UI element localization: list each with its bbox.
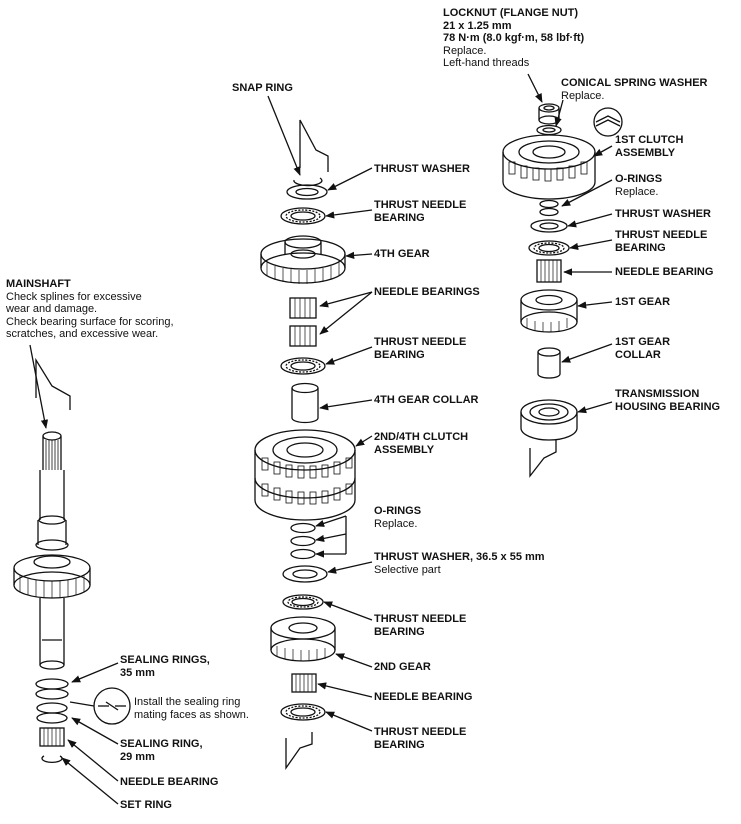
needle-bearing-left-label: NEEDLE BEARING	[120, 776, 219, 788]
center-bottom-arrow-icon	[285, 732, 313, 771]
install-note-label: Install the sealing ring mating faces as…	[134, 696, 249, 721]
thrust-needle-bearing-right-part	[528, 240, 570, 256]
center-leaders	[267, 95, 373, 732]
transmission-housing-bearing-part	[520, 399, 578, 441]
first-gear-collar-label: 1ST GEAR COLLAR	[615, 336, 671, 361]
fourth-gear-part	[260, 235, 346, 284]
second-gear-label: 2ND GEAR	[374, 661, 431, 673]
needle-bearings-center-part	[289, 297, 317, 347]
thrust-washer-36-label: THRUST WASHER, 36.5 x 55 mm Selective pa…	[374, 551, 545, 576]
second-gear-part	[270, 616, 336, 662]
o-rings-right-label: O-RINGS Replace.	[615, 173, 663, 198]
transmission-housing-bearing-label: TRANSMISSION HOUSING BEARING	[615, 388, 721, 413]
sealing-rings-35-label: SEALING RINGS, 35 mm	[120, 654, 210, 679]
thrust-washer-center-label: THRUST WASHER	[374, 163, 470, 175]
needle-bearing-center-part	[291, 673, 317, 693]
right-leaders	[527, 73, 613, 414]
sealing-ring-29-label: SEALING RING, 29 mm	[120, 738, 203, 763]
o-rings-right-part	[539, 199, 559, 217]
thrust-washer-right-label: THRUST WASHER	[615, 208, 711, 220]
thrust-needle-bearing-right-label: THRUST NEEDLE BEARING	[615, 229, 708, 254]
mainshaft-label: MAINSHAFT Check splines for excessive we…	[6, 278, 174, 340]
thrust-needle-bearing-center-3-label: THRUST NEEDLE BEARING	[374, 613, 467, 638]
snap-ring-label: SNAP RING	[232, 82, 293, 94]
second-fourth-clutch-assembly-part	[254, 429, 356, 521]
conical-washer-detail-inset	[593, 107, 623, 137]
thrust-needle-bearing-center-1-part	[280, 207, 326, 225]
needle-bearing-right-part	[536, 259, 562, 283]
set-ring-label: SET RING	[120, 799, 172, 811]
left-assembly-arrow-icon	[35, 357, 71, 410]
second-fourth-clutch-assembly-label: 2ND/4TH CLUTCH ASSEMBLY	[374, 431, 469, 456]
needle-bearing-left-part	[39, 727, 65, 747]
locknut-part	[538, 103, 560, 125]
thrust-needle-bearing-center-2-part	[280, 357, 326, 375]
locknut-label: LOCKNUT (FLANGE NUT) 21 x 1.25 mm 78 N·m…	[443, 7, 585, 69]
first-clutch-assembly-label: 1ST CLUTCH ASSEMBLY	[615, 134, 684, 159]
first-gear-collar-part	[537, 347, 561, 379]
mainshaft-part	[13, 431, 91, 670]
o-rings-center-label: O-RINGS Replace.	[374, 505, 422, 530]
fourth-gear-collar-part	[291, 382, 319, 424]
thrust-needle-bearing-center-4-label: THRUST NEEDLE BEARING	[374, 726, 467, 751]
thrust-needle-bearing-center-3-part	[282, 594, 324, 610]
needle-bearing-right-label: NEEDLE BEARING	[615, 266, 714, 278]
right-bottom-arrow-icon	[529, 440, 557, 478]
first-gear-label: 1ST GEAR	[615, 296, 671, 308]
conical-spring-washer-label: CONICAL SPRING WASHER Replace.	[561, 77, 708, 102]
needle-bearings-label: NEEDLE BEARINGS	[374, 286, 480, 298]
sealing-rings-part	[35, 678, 69, 724]
thrust-washer-right-part	[530, 219, 568, 233]
center-top-arrow-icon	[299, 119, 329, 172]
o-rings-center-part	[290, 522, 316, 560]
first-clutch-assembly-part	[502, 134, 596, 200]
conical-spring-washer-part	[536, 124, 562, 136]
thrust-needle-bearing-center-2-label: THRUST NEEDLE BEARING	[374, 336, 467, 361]
set-ring-part	[41, 755, 63, 764]
thrust-needle-bearing-center-1-label: THRUST NEEDLE BEARING	[374, 199, 467, 224]
fourth-gear-label: 4TH GEAR	[374, 248, 430, 260]
thrust-washer-36-part	[282, 565, 328, 583]
thrust-washer-center-part	[286, 184, 328, 200]
thrust-needle-bearing-center-4-part	[280, 703, 326, 721]
sealing-ring-detail-inset	[69, 687, 131, 725]
needle-bearing-center-label: NEEDLE BEARING	[374, 691, 473, 703]
left-leaders	[29, 344, 119, 805]
first-gear-part	[520, 289, 578, 333]
fourth-gear-collar-label: 4TH GEAR COLLAR	[374, 394, 479, 406]
